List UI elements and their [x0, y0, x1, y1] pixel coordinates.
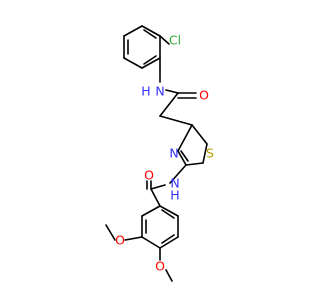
- bond: [191, 124, 208, 145]
- bond: [159, 236, 179, 249]
- bond: [141, 25, 161, 37]
- bond: [141, 205, 161, 217]
- atom-labels: Cl H N O N S N H O O O: [115, 33, 214, 274]
- amide-nh-label: H: [141, 84, 150, 99]
- thiazole-nitrogen-label: N: [169, 146, 178, 161]
- bond: [123, 25, 143, 37]
- bond: [143, 29, 157, 39]
- bond: [185, 162, 204, 166]
- bond: [159, 92, 179, 117]
- bond: [159, 115, 193, 126]
- bond: [105, 224, 116, 241]
- bond: [177, 124, 193, 152]
- bond: [169, 164, 187, 184]
- bond: [165, 269, 173, 282]
- bond: [123, 57, 143, 69]
- molecule-structure: Cl H N O N S N H O O O: [105, 25, 214, 282]
- methoxy-4-oxygen-label: O: [155, 259, 165, 274]
- bond: [202, 143, 208, 164]
- benzamide-nitrogen-label: N: [170, 176, 179, 191]
- methoxy-3-oxygen-label: O: [115, 233, 125, 248]
- bond: [161, 209, 175, 219]
- bond: [143, 55, 157, 65]
- benzamide-nh-label: H: [170, 188, 179, 203]
- bond: [150, 188, 161, 207]
- bond: [124, 236, 143, 241]
- bond: [161, 234, 175, 244]
- bond: [150, 184, 166, 190]
- bond: [165, 89, 179, 94]
- bonds: [105, 25, 208, 282]
- chlorine-label: Cl: [169, 33, 181, 48]
- bond: [141, 57, 161, 69]
- thiazole-sulfur-label: S: [206, 146, 214, 161]
- bond: [180, 150, 189, 162]
- amide-nitrogen-label: N: [155, 84, 164, 99]
- bond: [177, 150, 187, 166]
- bond: [159, 205, 179, 217]
- bond: [159, 35, 170, 45]
- benzamide-oxygen-label: O: [144, 168, 154, 183]
- amide-oxygen-label: O: [199, 88, 209, 103]
- bond: [141, 236, 161, 249]
